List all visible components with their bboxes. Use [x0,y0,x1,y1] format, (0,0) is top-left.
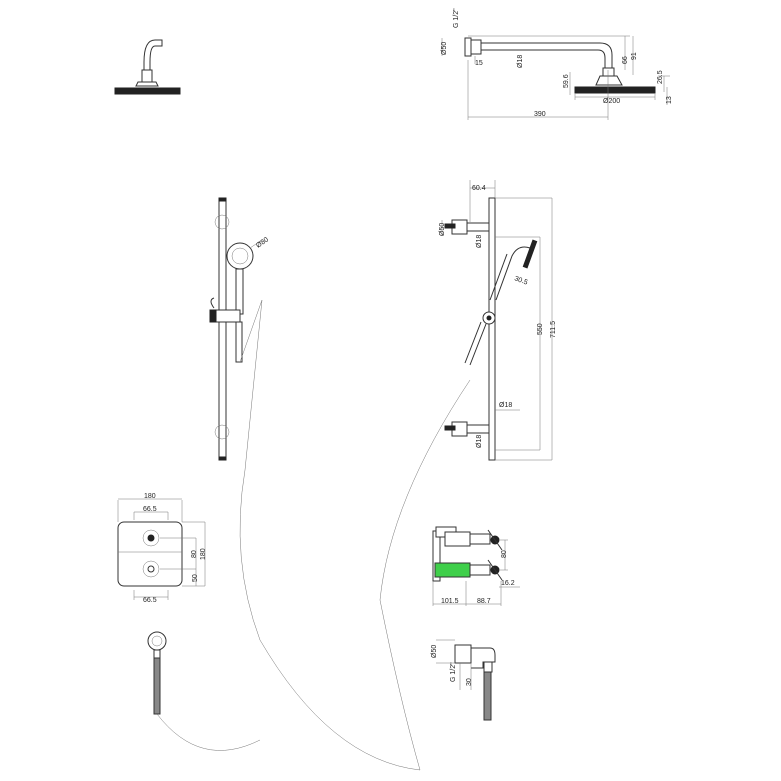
spacing-top-label: 66.5 [143,506,157,513]
riser-rail-front-view: Ø80 [209,197,471,771]
valve-side-view: 101.5 88.7 80 16.2 [432,526,520,606]
spacing-between-label: 80 [191,550,198,558]
flange-diameter-label: Ø50 [441,42,448,55]
depth-label: 30 [466,678,473,686]
thread-label: G 1/2" [453,8,460,28]
handle-depth-label: 16.2 [501,580,515,587]
head-diameter-label: Ø200 [603,98,620,105]
bracket-diameter-top-label: Ø50 [439,223,446,236]
rail-diameter-bottom-label: Ø18 [476,435,483,448]
width-label: 180 [144,493,156,500]
rail-diameter-top-label: Ø18 [476,235,483,248]
rail-length-label: 711.5 [550,321,557,338]
projection-label: 390 [534,111,546,118]
height-label: 180 [200,548,207,560]
handle-projection-label: 88.7 [477,598,491,605]
projection-label: 60.4 [472,185,486,192]
head-height-label: 26.5 [657,70,664,84]
overhead-shower-front-view [114,39,181,95]
drop-outer-label: 91 [631,52,638,60]
flange-depth-label: 15 [475,60,483,67]
handset-diameter-label: Ø80 [255,236,270,249]
drop-inner-label: 66 [622,56,629,64]
head-offset-label: 59.6 [563,74,570,88]
overhead-shower-side-view: G 1/2" Ø50 15 Ø18 66 91 59.6 26.5 Ø200 1… [441,8,673,120]
rail-diameter-label: Ø18 [499,402,512,409]
valve-front-view: 180 66.5 80 180 50 66.5 [117,493,207,604]
outlet-elbow-view: Ø50 G 1/2" 30 [431,639,496,721]
wall-outlet-front-view [147,631,261,751]
handset-angle-label: 30.5 [513,275,528,286]
spacing-label: 80 [501,550,508,558]
bottom-offset-label: 50 [192,574,199,582]
thread-label: G 1/2" [450,662,457,682]
head-thickness-label: 13 [666,96,673,104]
bracket-spacing-label: 550 [537,323,544,335]
spacing-bottom-label: 66.5 [143,597,157,604]
arm-diameter-label: Ø18 [517,55,524,68]
riser-rail-side-view: 60.4 Ø50 Ø18 30.5 550 711.5 Ø18 Ø18 [439,180,557,461]
flange-diameter-label: Ø50 [431,645,438,658]
body-depth-label: 101.5 [441,598,459,605]
